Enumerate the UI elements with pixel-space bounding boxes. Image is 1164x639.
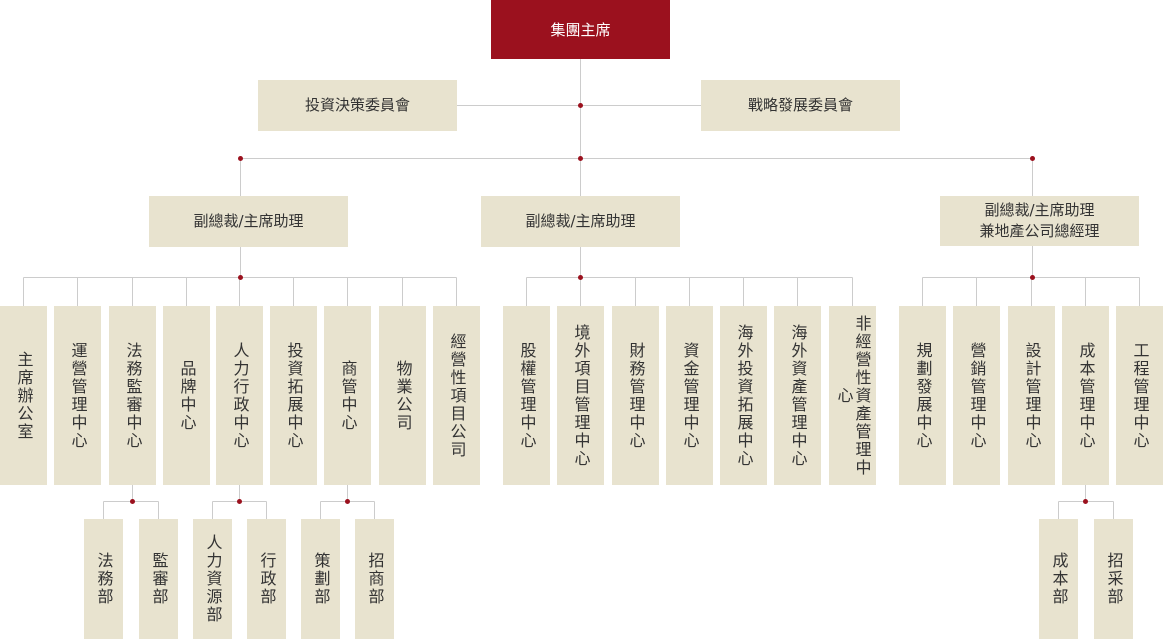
- center-label: 運營管理中心: [68, 341, 88, 450]
- center-label: 財務管理中心: [626, 341, 646, 450]
- department-box: 監審部: [139, 519, 178, 639]
- department-label: 成本部: [1049, 552, 1069, 606]
- department-box: 法務部: [84, 519, 123, 639]
- department-box: 招商部: [355, 519, 394, 639]
- center-box: 營銷管理中心: [953, 306, 1000, 485]
- vp-title-2: 副總裁/主席助理: [525, 212, 636, 230]
- department-label: 行政部: [257, 552, 277, 606]
- center-label: 設計管理中心: [1022, 341, 1042, 450]
- department-box: 成本部: [1039, 519, 1078, 639]
- junction-dot: [238, 275, 243, 280]
- center-box: 資金管理中心: [666, 306, 713, 485]
- junction-dot: [578, 103, 583, 108]
- center-box: 品牌中心: [163, 306, 210, 485]
- center-label: 成本管理中心: [1076, 341, 1096, 450]
- strategy-committee-box: 戰略發展委員會: [701, 80, 900, 131]
- center-label: 資金管理中心: [680, 341, 700, 450]
- junction-dot: [345, 499, 350, 504]
- junction-dot: [237, 499, 242, 504]
- junction-dot: [238, 156, 243, 161]
- department-box: 招采部: [1094, 519, 1133, 639]
- junction-dot: [1030, 156, 1035, 161]
- junction-dot: [130, 499, 135, 504]
- department-label: 招商部: [365, 552, 385, 606]
- department-box: 人力資源部: [193, 519, 232, 639]
- center-box: 人力行政中心: [216, 306, 263, 485]
- center-box: 股權管理中心: [503, 306, 550, 485]
- vp-title-1: 副總裁/主席助理: [193, 212, 304, 230]
- junction-dot: [1030, 275, 1035, 280]
- center-label: 工程管理中心: [1130, 341, 1150, 450]
- center-box: 運營管理中心: [54, 306, 101, 485]
- center-box: 設計管理中心: [1008, 306, 1055, 485]
- center-label: 商管中心: [338, 359, 358, 432]
- department-label: 監審部: [149, 552, 169, 606]
- junction-dot: [1083, 499, 1088, 504]
- department-label: 策劃部: [311, 552, 331, 606]
- investment-committee-label: 投資決策委員會: [304, 96, 410, 114]
- vp-box-1: 副總裁/主席助理: [149, 196, 348, 247]
- department-label: 人力資源部: [203, 534, 223, 624]
- center-box: 海外投資拓展中心: [720, 306, 767, 485]
- strategy-committee-label: 戰略發展委員會: [747, 96, 853, 114]
- department-box: 行政部: [247, 519, 286, 639]
- center-box: 主席辦公室: [0, 306, 47, 485]
- chairman-label: 集團主席: [550, 21, 611, 39]
- center-box: 法務監審中心: [109, 306, 156, 485]
- center-label: 品牌中心: [177, 359, 197, 432]
- center-label: 經營性項目公司: [447, 332, 467, 459]
- center-box: 經營性項目公司: [433, 306, 480, 485]
- center-label: 非經營性資產管理中心: [834, 314, 872, 477]
- center-label: 海外資產管理中心: [788, 323, 808, 468]
- center-box: 海外資產管理中心: [774, 306, 821, 485]
- center-box: 工程管理中心: [1116, 306, 1163, 485]
- center-box: 規劃發展中心: [899, 306, 946, 485]
- center-label: 營銷管理中心: [967, 341, 987, 450]
- department-box: 策劃部: [301, 519, 340, 639]
- chairman-box: 集團主席: [491, 0, 670, 59]
- center-label: 規劃發展中心: [913, 341, 933, 450]
- center-label: 法務監審中心: [123, 341, 143, 450]
- center-label: 股權管理中心: [517, 341, 537, 450]
- center-box: 境外項目管理中心: [557, 306, 604, 485]
- junction-dot: [578, 275, 583, 280]
- center-box: 投資拓展中心: [270, 306, 317, 485]
- junction-dot: [578, 156, 583, 161]
- center-box: 成本管理中心: [1062, 306, 1109, 485]
- center-box: 物業公司: [379, 306, 426, 485]
- center-label: 物業公司: [393, 359, 413, 432]
- center-label: 主席辦公室: [14, 350, 34, 441]
- vp-box-2: 副總裁/主席助理: [481, 196, 680, 247]
- investment-committee-box: 投資決策委員會: [258, 80, 457, 131]
- vp-title-3: 副總裁/主席助理 兼地產公司總經理: [979, 201, 1100, 240]
- center-label: 人力行政中心: [230, 341, 250, 450]
- vp-box-3: 副總裁/主席助理 兼地產公司總經理: [940, 196, 1139, 246]
- center-label: 境外項目管理中心: [571, 323, 591, 468]
- department-label: 法務部: [94, 552, 114, 606]
- center-label: 投資拓展中心: [284, 341, 304, 450]
- center-box: 非經營性資產管理中心: [829, 306, 876, 485]
- center-label: 海外投資拓展中心: [734, 323, 754, 468]
- department-label: 招采部: [1104, 552, 1124, 606]
- center-box: 財務管理中心: [612, 306, 659, 485]
- center-box: 商管中心: [324, 306, 371, 485]
